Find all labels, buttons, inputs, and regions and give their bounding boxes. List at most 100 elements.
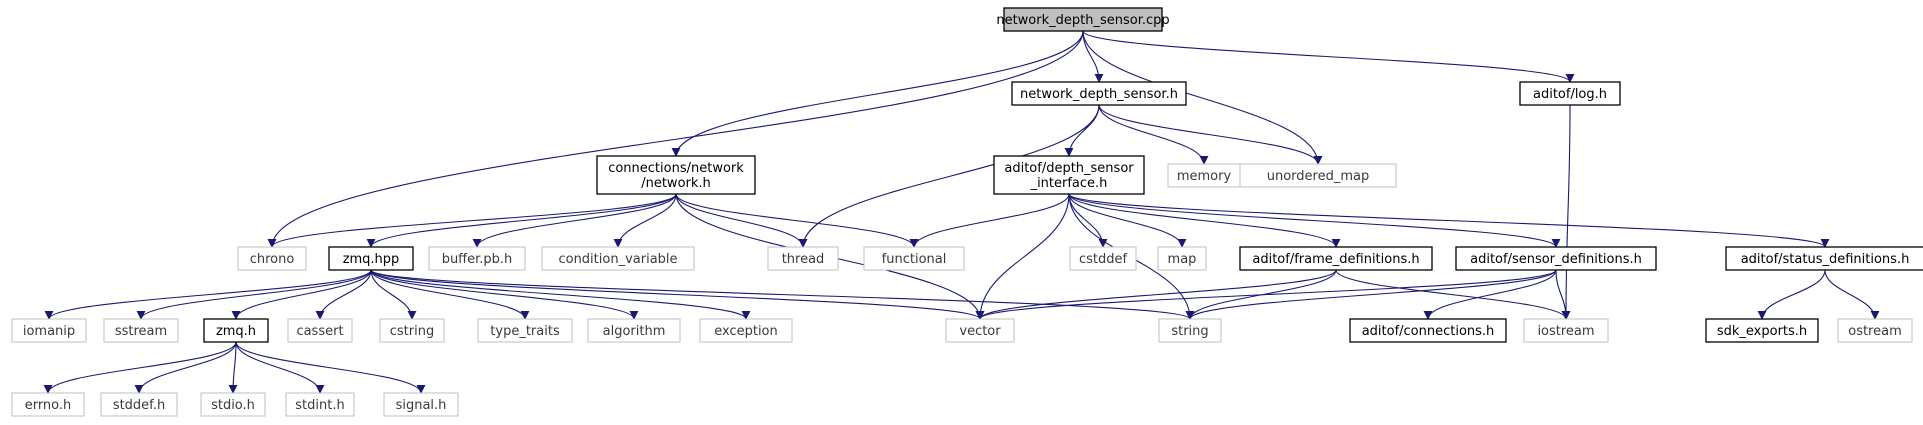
edge-zmq_hpp-to-sstream xyxy=(136,269,372,320)
node-box xyxy=(11,392,85,417)
node-box xyxy=(200,392,266,417)
node-map: map xyxy=(1157,246,1207,271)
edge-zmq_hpp-to-type_traits xyxy=(370,269,530,320)
node-label: aditof/depth_sensor_interface.h xyxy=(1004,161,1134,191)
node-label: connections/network/network.h xyxy=(608,161,744,191)
node-label: zmq.h xyxy=(216,324,256,339)
edge-zmq_hpp-to-iomanip xyxy=(44,269,372,320)
edge-root-to-log_h xyxy=(1082,30,1575,83)
node-label: condition_variable xyxy=(558,252,677,267)
node-label: stdio.h xyxy=(211,398,255,413)
edge-nds_h-to-dsi_h xyxy=(1064,104,1100,157)
edge-dsi_h-to-status_def xyxy=(1068,193,1830,248)
node-label: functional xyxy=(882,252,947,267)
node-connections-h[interactable]: aditof/connections.h xyxy=(1349,318,1507,343)
node-box xyxy=(103,318,179,343)
edge-dsi_h-to-map xyxy=(1068,193,1187,248)
edge-network_h-to-cond_var xyxy=(613,193,677,248)
node-stdio: stdio.h xyxy=(200,392,266,417)
edge-sensor_def-to-string xyxy=(1185,269,1557,320)
node-box xyxy=(11,318,87,343)
nodes-layer: network_depth_sensor.cpp network_depth_se… xyxy=(11,7,1923,417)
node-box xyxy=(428,246,526,271)
node-label: cstddef xyxy=(1079,252,1128,267)
node-box xyxy=(767,246,839,271)
edge-status_def-to-sdk_exports xyxy=(1757,269,1826,320)
node-box xyxy=(1158,318,1222,343)
node-memory: memory xyxy=(1167,163,1241,188)
edge-root-to-nds_h xyxy=(1082,30,1104,83)
node-stddef: stddef.h xyxy=(100,392,178,417)
node-label: aditof/sensor_definitions.h xyxy=(1470,252,1642,267)
edge-dsi_h-to-sensor_def xyxy=(1068,193,1561,248)
node-label: network_depth_sensor.cpp xyxy=(996,13,1169,28)
node-status-def[interactable]: aditof/status_definitions.h xyxy=(1725,246,1923,271)
node-label: iostream xyxy=(1537,324,1594,339)
edge-zmq_h-to-errno xyxy=(43,341,237,394)
node-box xyxy=(596,155,756,195)
node-box xyxy=(587,318,681,343)
node-label: memory xyxy=(1177,169,1232,184)
node-box xyxy=(1157,246,1207,271)
node-box xyxy=(863,246,965,271)
node-unordered-map: unordered_map xyxy=(1239,163,1397,188)
node-root[interactable]: network_depth_sensor.cpp xyxy=(996,7,1170,32)
node-exception: exception xyxy=(699,318,793,343)
node-label: stdint.h xyxy=(295,398,344,413)
node-iostream: iostream xyxy=(1523,318,1609,343)
node-label: stddef.h xyxy=(113,398,165,413)
node-box xyxy=(541,246,695,271)
node-string: string xyxy=(1158,318,1222,343)
edge-root-to-chrono xyxy=(267,30,1084,248)
edge-dsi_h-to-functional xyxy=(909,193,1070,248)
node-type-traits: type_traits xyxy=(477,318,573,343)
node-zmq-h[interactable]: zmq.h xyxy=(203,318,269,343)
node-zmq-hpp[interactable]: zmq.hpp xyxy=(328,246,414,271)
node-label: type_traits xyxy=(490,324,560,339)
node-cassert: cassert xyxy=(287,318,353,343)
node-box xyxy=(1523,318,1609,343)
node-box xyxy=(237,246,307,271)
edge-zmq_hpp-to-cstring xyxy=(370,269,417,320)
node-label: chrono xyxy=(250,252,295,267)
node-sdk-exports[interactable]: sdk_exports.h xyxy=(1705,318,1819,343)
node-label: thread xyxy=(782,252,825,267)
node-signal: signal.h xyxy=(383,392,459,417)
node-network-h[interactable]: connections/network/network.h xyxy=(596,155,756,195)
edge-zmq_hpp-to-algorithm xyxy=(370,269,639,320)
edge-frame_def-to-iostream xyxy=(1335,269,1571,320)
edge-network_h-to-chrono xyxy=(267,193,677,248)
node-log-h[interactable]: aditof/log.h xyxy=(1519,81,1621,106)
node-box xyxy=(328,246,414,271)
edge-sensor_def-to-iostream xyxy=(1555,269,1571,320)
node-frame-def[interactable]: aditof/frame_definitions.h xyxy=(1239,246,1433,271)
node-label: signal.h xyxy=(396,398,447,413)
node-nds-h[interactable]: network_depth_sensor.h xyxy=(1011,81,1187,106)
node-iomanip: iomanip xyxy=(11,318,87,343)
node-box xyxy=(1837,318,1913,343)
node-box xyxy=(1239,163,1397,188)
node-label: algorithm xyxy=(603,324,666,339)
node-label: aditof/status_definitions.h xyxy=(1741,252,1910,267)
edge-root-to-unordered_map xyxy=(1082,30,1323,165)
edge-zmq_h-to-signal xyxy=(235,341,426,394)
node-label: zmq.hpp xyxy=(343,252,400,267)
node-sensor-def[interactable]: aditof/sensor_definitions.h xyxy=(1455,246,1657,271)
node-box xyxy=(1239,246,1433,271)
node-thread: thread xyxy=(767,246,839,271)
node-box xyxy=(1069,246,1137,271)
edge-network_h-to-functional xyxy=(675,193,919,248)
edge-zmq_h-to-stdio xyxy=(228,341,238,394)
node-box xyxy=(1011,81,1187,106)
node-box xyxy=(1519,81,1621,106)
node-chrono: chrono xyxy=(237,246,307,271)
edge-network_h-to-thread xyxy=(675,193,808,248)
node-label: network_depth_sensor.h xyxy=(1020,87,1178,102)
edge-network_h-to-buffer_pb xyxy=(472,193,677,248)
node-functional: functional xyxy=(863,246,965,271)
edge-zmq_hpp-to-exception xyxy=(370,269,751,320)
node-dsi-h[interactable]: aditof/depth_sensor_interface.h xyxy=(993,155,1145,195)
node-label: errno.h xyxy=(25,398,72,413)
